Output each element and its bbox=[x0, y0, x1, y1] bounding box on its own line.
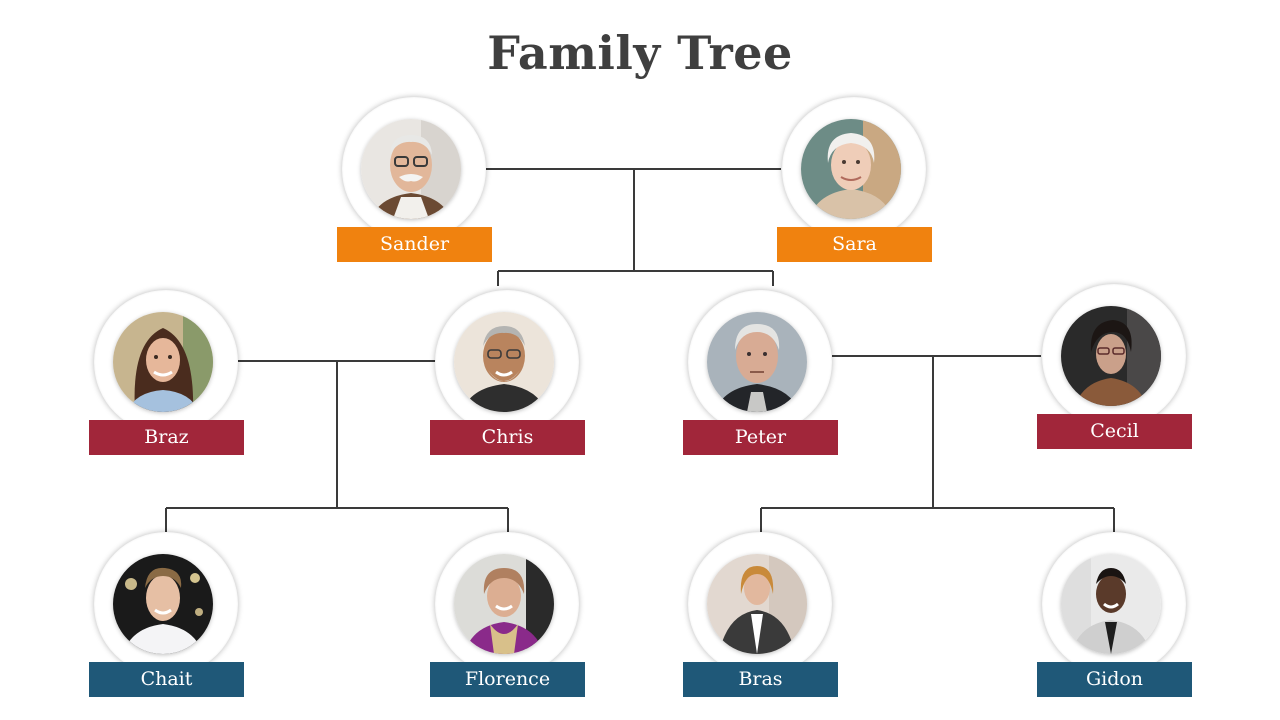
name-label-bras: Bras bbox=[683, 662, 838, 697]
photo-cecil bbox=[1061, 306, 1161, 406]
person-braz: Braz bbox=[89, 290, 245, 460]
person-gidon: Gidon bbox=[1037, 532, 1193, 702]
name-label-braz: Braz bbox=[89, 420, 244, 455]
person-cecil: Cecil bbox=[1037, 284, 1193, 454]
photo-chris bbox=[454, 312, 554, 412]
name-label-sara: Sara bbox=[777, 227, 932, 262]
name-label-florence: Florence bbox=[430, 662, 585, 697]
person-chait: Chait bbox=[89, 532, 245, 702]
name-label-peter: Peter bbox=[683, 420, 838, 455]
name-label-chris: Chris bbox=[430, 420, 585, 455]
person-sander: Sander bbox=[337, 97, 493, 267]
page-title: Family Tree bbox=[487, 26, 793, 80]
name-label-cecil: Cecil bbox=[1037, 414, 1192, 449]
name-label-sander: Sander bbox=[337, 227, 492, 262]
name-label-gidon: Gidon bbox=[1037, 662, 1192, 697]
photo-peter bbox=[707, 312, 807, 412]
person-peter: Peter bbox=[683, 290, 839, 460]
photo-bras bbox=[707, 554, 807, 654]
name-label-chait: Chait bbox=[89, 662, 244, 697]
person-bras: Bras bbox=[683, 532, 839, 702]
person-florence: Florence bbox=[430, 532, 586, 702]
person-sara: Sara bbox=[777, 97, 933, 267]
photo-sara bbox=[801, 119, 901, 219]
person-chris: Chris bbox=[430, 290, 586, 460]
photo-gidon bbox=[1061, 554, 1161, 654]
photo-chait bbox=[113, 554, 213, 654]
photo-sander bbox=[361, 119, 461, 219]
photo-braz bbox=[113, 312, 213, 412]
photo-florence bbox=[454, 554, 554, 654]
